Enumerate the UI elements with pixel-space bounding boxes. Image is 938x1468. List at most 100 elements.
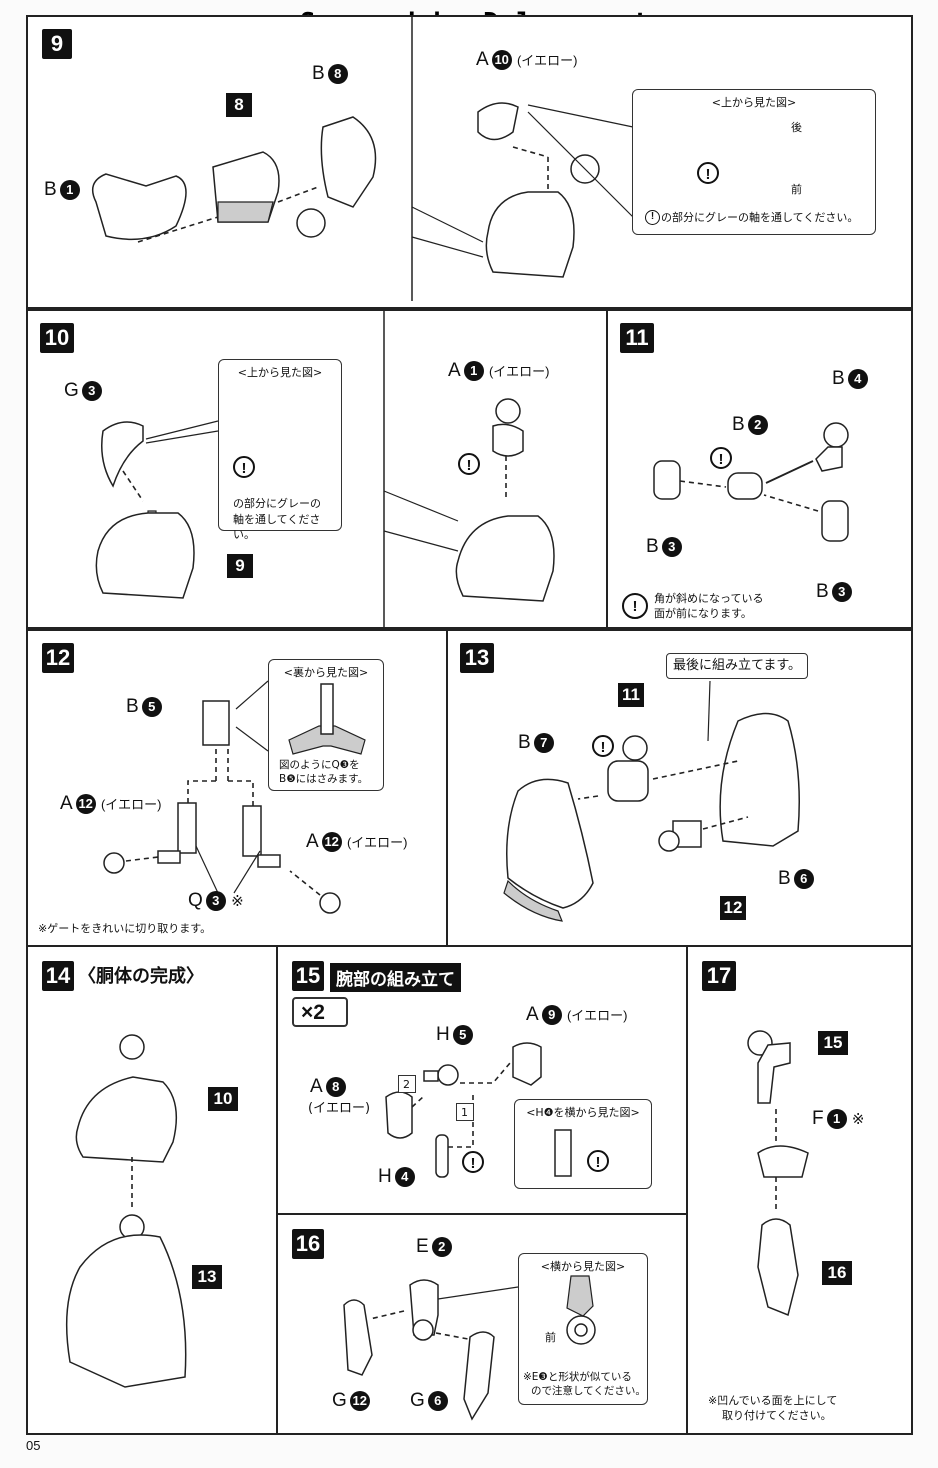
- step-number-13: 13: [460, 643, 494, 673]
- part-number: 2: [431, 1237, 452, 1257]
- part-letter: B: [126, 696, 139, 717]
- part-number: 5: [452, 1025, 473, 1045]
- part-letter: A: [526, 1004, 539, 1025]
- part-color: (イエロー): [346, 835, 408, 850]
- part-number: 4: [394, 1167, 415, 1187]
- front-label: 前: [545, 1331, 556, 1344]
- part-letter: A: [306, 831, 319, 852]
- part-letter: B: [518, 732, 531, 753]
- back-view-box: <裏から見た図> 図のようにQ❸を B❺にはさみます。: [268, 659, 384, 791]
- side-view-box: <H❹を横から見た図> !: [514, 1099, 652, 1189]
- part-number: 7: [533, 733, 554, 753]
- part-letter: B: [732, 414, 745, 435]
- part-letter: A: [476, 49, 489, 70]
- step-ref-13: 13: [192, 1265, 222, 1289]
- view-title: <横から見た図>: [540, 1260, 626, 1273]
- step-ref-12: 12: [720, 896, 746, 920]
- step-number-10: 10: [40, 323, 74, 353]
- part-number: 12: [349, 1391, 370, 1411]
- front-label: 前: [791, 183, 802, 196]
- order-mark-1: 1: [456, 1103, 474, 1121]
- step-9-illustration: [91, 17, 789, 301]
- part-number: 10: [491, 50, 512, 70]
- caution-icon: !: [458, 453, 480, 475]
- part-number: 12: [75, 794, 96, 814]
- part-number: 3: [81, 381, 102, 401]
- step-number-17: 17: [702, 961, 736, 991]
- part-number: 6: [793, 869, 814, 889]
- caution-icon: !: [710, 447, 732, 469]
- view-note-2: ので注意してください。: [531, 1385, 646, 1397]
- footnote: ※ゲートをきれいに切り取ります。: [38, 922, 212, 935]
- order-number: 2: [403, 1078, 410, 1091]
- step-ref-9: 9: [227, 554, 253, 578]
- part-number: 4: [847, 369, 868, 389]
- part-number: 12: [321, 832, 342, 852]
- step-14-title: 〈胴体の完成〉: [78, 966, 204, 986]
- note-line-1: 角が斜めになっている: [654, 592, 764, 605]
- note-line-2: 取り付けてください。: [722, 1409, 832, 1422]
- part-letter: B: [646, 536, 659, 557]
- order-mark-2: 2: [398, 1075, 416, 1093]
- part-letter: B: [312, 63, 325, 84]
- part-color: (イエロー): [488, 364, 550, 379]
- note-mark: ※: [851, 1111, 865, 1128]
- back-label: 後: [791, 121, 802, 134]
- caution-icon: !: [587, 1150, 609, 1172]
- step-ref-11: 11: [618, 683, 644, 707]
- part-letter: A: [310, 1076, 323, 1097]
- caution-icon: !: [592, 735, 614, 757]
- part-number: 3: [205, 891, 226, 911]
- part-number: 1: [826, 1109, 847, 1129]
- part-letter: B: [778, 868, 791, 889]
- step-15-illustration: [385, 1042, 542, 1178]
- view-note-2: B❺にはさみます。: [279, 773, 369, 785]
- part-letter: A: [448, 360, 461, 381]
- part-color: (イエロー): [566, 1008, 628, 1023]
- part-letter: G: [332, 1390, 347, 1411]
- caution-icon: !: [462, 1151, 484, 1173]
- step-17-illustration: [747, 1030, 809, 1317]
- step-number-9: 9: [42, 29, 72, 59]
- step-number-14: 14: [42, 961, 74, 991]
- note-line-2: 面が前になります。: [654, 607, 752, 620]
- side-view-box: <横から見た図> 前 ※E❸と形状が似ている ので注意してください。: [518, 1253, 648, 1405]
- part-letter: G: [64, 380, 79, 401]
- part-color: (イエロー): [100, 797, 162, 812]
- part-number: 2: [747, 415, 768, 435]
- order-number: 1: [461, 1106, 468, 1119]
- caution-icon-small: !: [645, 210, 660, 225]
- part-letter: F: [812, 1108, 824, 1129]
- part-letter: H: [436, 1024, 450, 1045]
- step-number-16: 16: [292, 1229, 324, 1259]
- part-letter: Q: [188, 890, 203, 911]
- part-number: 8: [327, 64, 348, 84]
- note-mark: ※: [231, 893, 244, 910]
- step-16-illustration: [343, 1279, 519, 1421]
- step-15-title: 腕部の組み立て: [330, 963, 461, 992]
- back-view-illustration: [288, 683, 366, 755]
- side-view-illustration: [554, 1129, 572, 1177]
- note-line-1: ※凹んでいる面を上にして: [708, 1394, 838, 1407]
- view-title: <上から見た図>: [711, 96, 797, 109]
- view-note-1: 図のようにQ❸を: [279, 759, 360, 771]
- step-ref-16: 16: [822, 1261, 852, 1285]
- page-number: 05: [26, 1438, 41, 1453]
